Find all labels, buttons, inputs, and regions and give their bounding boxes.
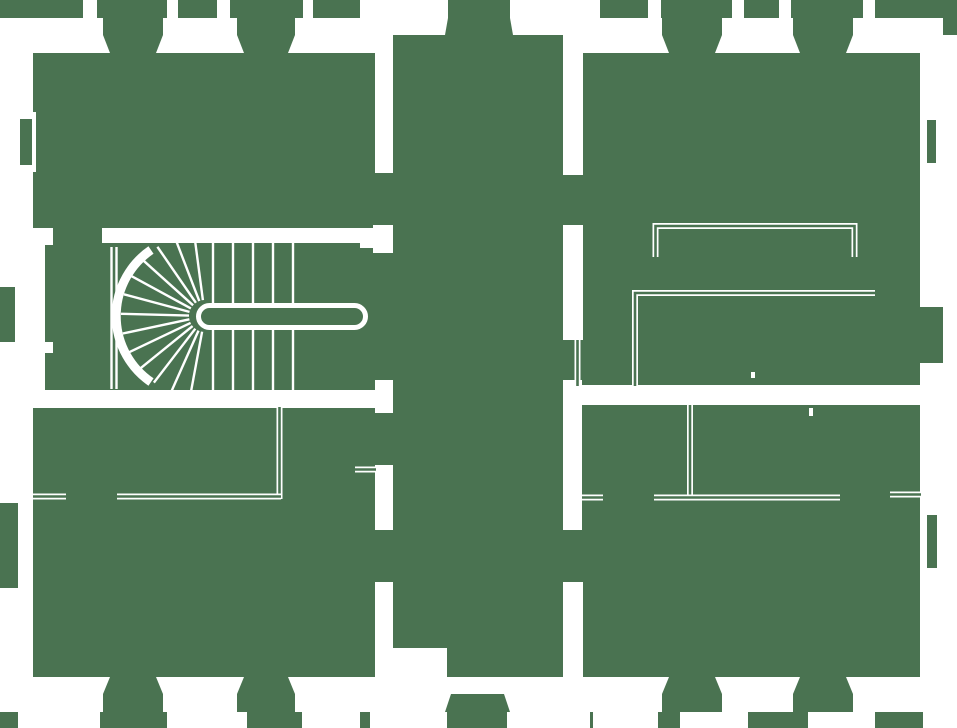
- base-tab: [302, 712, 360, 728]
- window-splay: [237, 35, 295, 53]
- window-splay: [662, 677, 722, 694]
- window-opening: [103, 18, 163, 35]
- stair-hall-top-wall: [102, 228, 377, 243]
- pilaster-tab: [303, 0, 313, 18]
- right-cross-wall: [575, 385, 957, 405]
- rear-door-opening: [447, 712, 505, 728]
- rear-door-splay: [445, 694, 510, 712]
- pilaster-tab: [732, 0, 744, 18]
- partition-L-core: [633, 291, 875, 386]
- hall-right-wall: [563, 225, 583, 340]
- bottom-center-mass: [393, 648, 447, 712]
- stair-curved-string: [111, 246, 154, 386]
- hall-right-wall: [563, 35, 583, 175]
- hall-wall-junction: [373, 225, 393, 253]
- stair-treads-lower: [211, 329, 295, 390]
- base-tab: [680, 712, 748, 728]
- plan-tick: [751, 372, 755, 378]
- front-door-opening: [448, 0, 510, 19]
- pilaster-tab: [863, 0, 875, 18]
- plan-tick: [809, 408, 813, 416]
- hall-left-wall: [375, 582, 393, 677]
- left-window-jamb: [33, 112, 36, 172]
- top-wall-splay-left: [0, 35, 377, 53]
- left-wall-recess: [0, 503, 18, 588]
- window-opening: [237, 18, 295, 35]
- stair-central-newel: [196, 303, 368, 330]
- left-window-recess: [0, 287, 15, 342]
- base-tab: [370, 712, 447, 728]
- base-tab: [923, 712, 957, 728]
- hall-right-wall: [563, 582, 583, 677]
- base-tab: [18, 712, 100, 728]
- stair-treads-upper: [211, 243, 295, 304]
- hall-wall-junction-tab: [360, 230, 373, 248]
- window-splay: [793, 677, 853, 694]
- window-opening: [662, 18, 722, 35]
- staircase: [110, 232, 368, 399]
- stair-hall-wall-stub: [0, 228, 53, 245]
- pilaster-tab: [648, 0, 661, 18]
- window-opening: [237, 694, 295, 712]
- right-window-slot: [927, 120, 936, 163]
- left-window-slot: [20, 119, 32, 165]
- top-wall-splay-right: [583, 35, 957, 53]
- window-splay: [103, 677, 163, 694]
- left-wall-jog: [45, 342, 53, 353]
- window-opening: [103, 694, 163, 712]
- window-splay: [793, 35, 853, 53]
- partition-u-bracket-core: [654, 224, 856, 257]
- left-wall-lining: [33, 228, 45, 390]
- pilaster-tab: [779, 0, 791, 18]
- pilaster-tab: [217, 0, 230, 18]
- stair-winder-fan: [120, 232, 205, 399]
- thin-partitions: [33, 223, 921, 501]
- window-splay: [662, 35, 722, 53]
- window-opening: [793, 18, 853, 35]
- right-wall-recess: [920, 307, 943, 363]
- base-tab: [593, 712, 658, 728]
- right-wall: [920, 35, 957, 693]
- pilaster-tab: [167, 0, 178, 18]
- pilaster-tab: [83, 0, 97, 18]
- front-door-splay: [445, 18, 513, 35]
- interior-walls: [0, 35, 957, 677]
- base-tab: [167, 712, 247, 728]
- window-splay: [237, 677, 295, 694]
- base-tab: [507, 712, 590, 728]
- right-window-slot: [927, 515, 937, 568]
- hall-right-wall: [563, 380, 582, 530]
- window-opening: [793, 694, 853, 712]
- hall-left-wall: [375, 35, 393, 173]
- window-splay: [103, 35, 163, 53]
- window-opening: [662, 694, 722, 712]
- base-tab: [808, 712, 875, 728]
- left-cross-wall: [0, 390, 393, 408]
- hall-left-wall: [375, 465, 393, 530]
- corner-notch: [943, 18, 957, 35]
